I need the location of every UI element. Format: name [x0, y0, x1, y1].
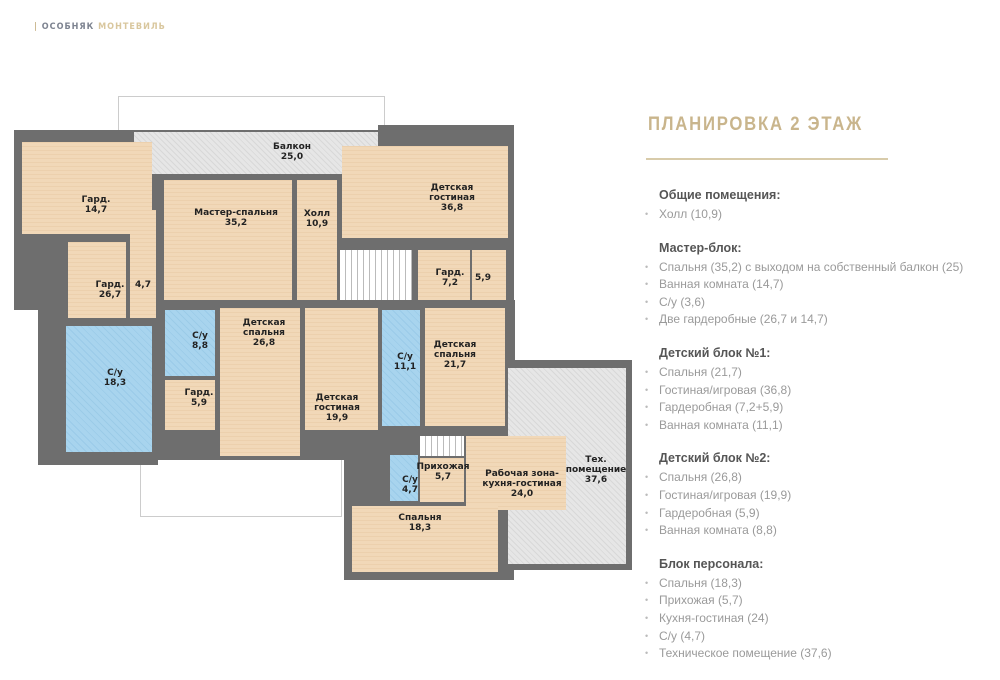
summary-item: С/у (4,7)	[645, 628, 995, 646]
stairs	[340, 250, 412, 300]
room-balcony	[134, 132, 378, 174]
terrace-outline	[140, 455, 342, 517]
summary-item: Спальня (35,2) с выходом на собственный …	[645, 259, 995, 277]
summary-item: Гостиная/игровая (36,8)	[645, 382, 995, 400]
summary-item: Ванная комната (8,8)	[645, 522, 995, 540]
room-dressing-7-2	[418, 250, 470, 300]
summary-item: Спальня (26,8)	[645, 469, 995, 487]
summary-group: Детский блок №1: Спальня (21,7)Гостиная/и…	[645, 346, 995, 434]
room-entry	[420, 458, 464, 502]
summary-group-heading: Детский блок №2:	[659, 451, 771, 466]
room-dressing-5-9b	[165, 380, 215, 430]
page-title: ПЛАНИРОВКА 2 ЭТАЖ	[648, 114, 863, 135]
room-corridor	[130, 210, 156, 318]
summary-item: С/у (3,6)	[645, 294, 995, 312]
summary-group-heading: Детский блок №1:	[659, 345, 771, 360]
room-kitchen	[466, 436, 566, 510]
summary-item: Гардеробная (5,9)	[645, 505, 995, 523]
summary-item: Ванная комната (11,1)	[645, 417, 995, 435]
label-dressing-14-7: Гард.14,7	[81, 195, 111, 215]
summary-group: Детский блок №2: Спальня (26,8)Гостиная/и…	[645, 451, 995, 539]
wall	[378, 125, 514, 150]
brand-logo: | ОСОБНЯК МОНТЕВИЛЬ	[34, 22, 166, 32]
room-staff-bathroom	[390, 455, 418, 501]
summary-group: Блок персонала: Спальня (18,3)Прихожая (5…	[645, 557, 995, 663]
summary-group-heading: Мастер-блок:	[659, 240, 742, 255]
summary-item: Гостиная/игровая (19,9)	[645, 487, 995, 505]
summary-item: Кухня-гостиная (24)	[645, 610, 995, 628]
label-dressing-5-9a: 5,9	[475, 273, 491, 283]
summary-item: Холл (10,9)	[645, 206, 995, 224]
label-dressing-5-9b: Гард.5,9	[184, 388, 214, 408]
label-dressing-26-7: Гард.26,7	[95, 280, 125, 300]
summary-list: Холл (10,9)	[645, 206, 995, 224]
room-kids-bedroom-26-8	[220, 308, 300, 456]
stairs-staff	[420, 436, 464, 456]
summary-group-heading: Блок персонала:	[659, 556, 764, 571]
summary-list: Спальня (35,2) с выходом на собственный …	[645, 259, 995, 329]
label-corridor: 4,7	[135, 280, 151, 290]
room-kids-bathroom-8-8	[165, 310, 215, 376]
brand-name-part2: МОНТЕВИЛЬ	[98, 22, 166, 32]
brand-name-part1: ОСОБНЯК	[41, 22, 95, 32]
summary-group-heading: Общие помещения:	[659, 188, 781, 202]
room-dressing-5-9a	[472, 250, 506, 300]
summary-item: Техническое помещение (37,6)	[645, 645, 995, 663]
summary-item: Спальня (21,7)	[645, 364, 995, 382]
room-summary: Общие помещения: Холл (10,9) Мастер-блок: С…	[645, 188, 995, 680]
room-master-bathroom	[66, 326, 152, 452]
title-divider	[646, 158, 888, 160]
summary-item: Ванная комната (14,7)	[645, 276, 995, 294]
summary-group: Мастер-блок: Спальня (35,2) с выходом на …	[645, 241, 995, 329]
summary-list: Спальня (18,3)Прихожая (5,7)Кухня-гостин…	[645, 575, 995, 663]
room-kids-bedroom-21-7	[425, 308, 505, 426]
summary-group: Общие помещения: Холл (10,9)	[645, 188, 995, 224]
room-kids-living-36-8	[342, 146, 508, 238]
summary-list: Спальня (26,8)Гостиная/игровая (19,9)Гар…	[645, 469, 995, 539]
summary-list: Спальня (21,7)Гостиная/игровая (36,8)Гар…	[645, 364, 995, 434]
summary-item: Спальня (18,3)	[645, 575, 995, 593]
summary-item: Гардеробная (7,2+5,9)	[645, 399, 995, 417]
room-staff-bedroom	[352, 506, 498, 572]
summary-item: Прихожая (5,7)	[645, 592, 995, 610]
room-kids-bathroom-11-1	[382, 310, 420, 426]
summary-item: Две гардеробные (26,7 и 14,7)	[645, 311, 995, 329]
room-master-bedroom	[164, 180, 292, 300]
room-dressing-26-7	[68, 242, 126, 318]
label-dressing-7-2: Гард.7,2	[435, 268, 465, 288]
room-kids-living-19-9	[305, 308, 378, 430]
room-hall	[297, 180, 337, 300]
